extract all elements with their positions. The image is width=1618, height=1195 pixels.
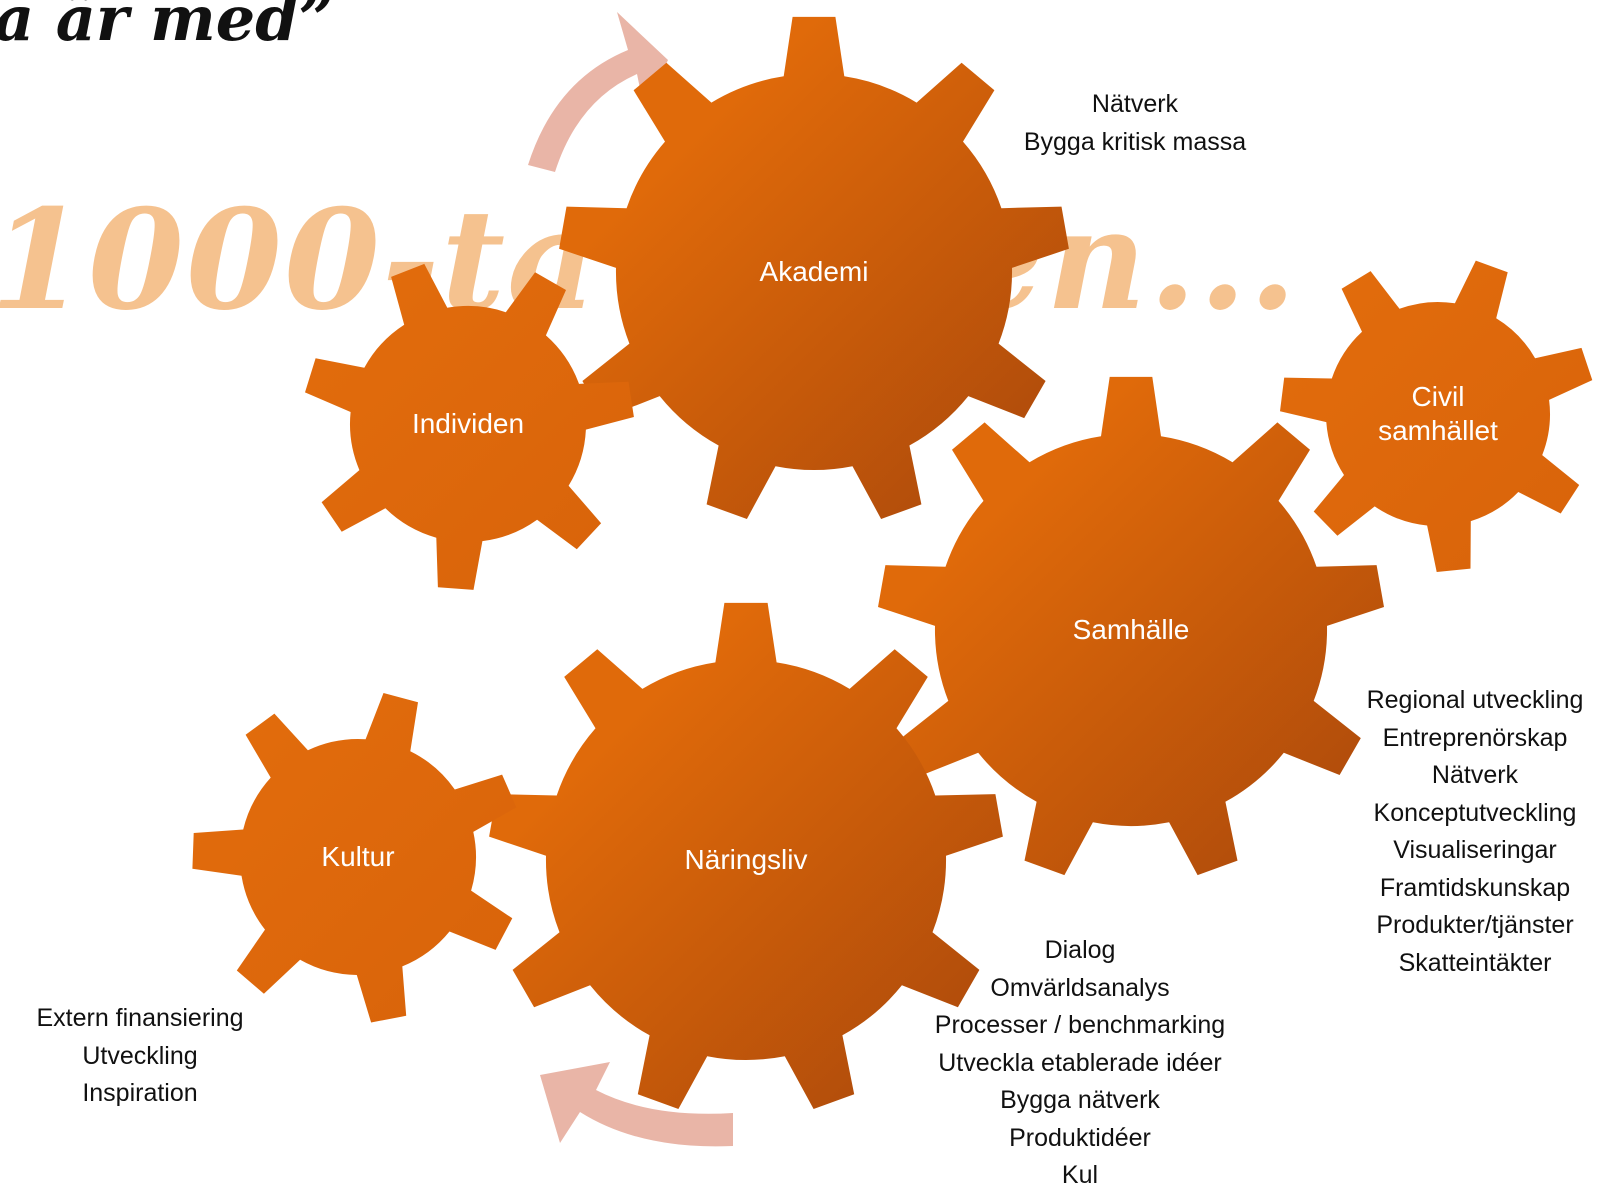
gear-label-samhalle: Samhälle (1072, 614, 1190, 645)
note-item: Produktidéer (1009, 1123, 1151, 1152)
note-item: Bygga kritisk massa (1023, 127, 1247, 156)
gear-label-individen: Individen (411, 408, 525, 439)
note-item: Kul (1061, 1161, 1099, 1189)
gear-label-civil-samhallet: Civil samhället (1378, 381, 1498, 446)
note-item: Konceptutveckling (1373, 798, 1577, 827)
note-item: Utveckla etablerade idéer (938, 1048, 1222, 1077)
gear-label-kultur: Kultur (321, 841, 395, 872)
note-item: Produkter/tjänster (1376, 911, 1574, 939)
note-item: Nätverk (1091, 90, 1179, 118)
notes-naringsliv: Dialog Omvärldsanalys Processer / benchm… (890, 932, 1270, 1195)
gear-label-akademi: Akademi (759, 256, 869, 287)
gear-civil (1280, 260, 1593, 572)
gear-naringsliv (489, 602, 1003, 1109)
gear-individen (305, 263, 634, 590)
cycle-arrow-bottom (540, 1062, 733, 1147)
slide-title: a är med” (0, 0, 335, 55)
gear-samhalle (878, 376, 1384, 876)
note-item: Entreprenörskap (1382, 723, 1568, 752)
cycle-arrow-top (528, 12, 668, 172)
gear-label-naringsliv: Näringsliv (684, 844, 808, 875)
note-item: Framtidskunskap (1379, 873, 1571, 902)
note-item: Extern finansiering (36, 1004, 244, 1032)
notes-akademi: Nätverk Bygga kritisk massa (985, 86, 1285, 161)
notes-samhalle: Regional utveckling Entreprenörskap Nätv… (1330, 682, 1618, 982)
note-item: Inspiration (82, 1079, 198, 1107)
note-item: Utveckling (82, 1041, 198, 1070)
note-item: Processer / benchmarking (934, 1011, 1226, 1039)
note-item: Dialog (1044, 936, 1116, 964)
note-item: Omvärldsanalys (990, 973, 1170, 1002)
note-item: Regional utveckling (1366, 686, 1584, 714)
gear-kultur (192, 693, 517, 1023)
notes-kultur: Extern finansiering Utveckling Inspirati… (0, 1000, 280, 1113)
note-item: Bygga nätverk (1000, 1086, 1160, 1114)
note-item: Skatteintäkter (1398, 948, 1552, 977)
gear-akademi (559, 16, 1069, 520)
note-item: Nätverk (1431, 761, 1519, 789)
note-item: Visualiseringar (1393, 836, 1557, 864)
